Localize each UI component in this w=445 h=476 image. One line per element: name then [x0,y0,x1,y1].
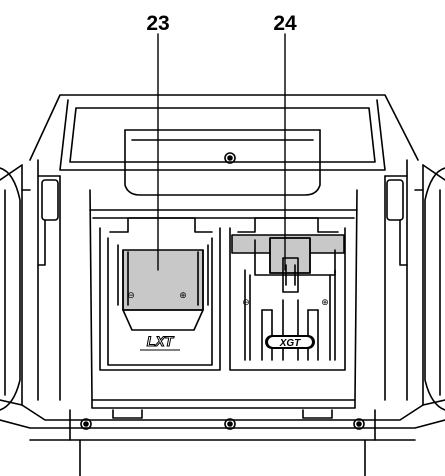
side-grips [0,167,445,411]
xgt-logo-text: XGT [279,338,301,349]
xgt-battery-slot [229,217,346,371]
callout-23: 23 [146,12,169,35]
lxt-minus-symbol: ⊖ [127,291,135,301]
lxt-battery-slot [99,217,221,371]
lxt-logo: LXT [140,333,180,351]
device-body [0,94,445,429]
callout-24: 24 [273,12,297,35]
xgt-minus-symbol: ⊖ [242,298,250,308]
xgt-logo: XGT [265,335,315,349]
lxt-slot-rails [117,244,209,306]
lxt-logo-text: LXT [147,333,175,349]
xgt-polarity-symbols: ⊖ ⊕ [242,298,329,308]
compartment-cover [59,99,386,196]
callout-leaders [157,33,286,271]
lxt-plus-symbol: ⊕ [179,291,187,301]
lxt-polarity-symbols: ⊖ ⊕ [127,291,187,301]
cover-lock-knob [224,152,236,164]
device-base [29,409,416,476]
xgt-plus-symbol: ⊕ [321,298,329,308]
